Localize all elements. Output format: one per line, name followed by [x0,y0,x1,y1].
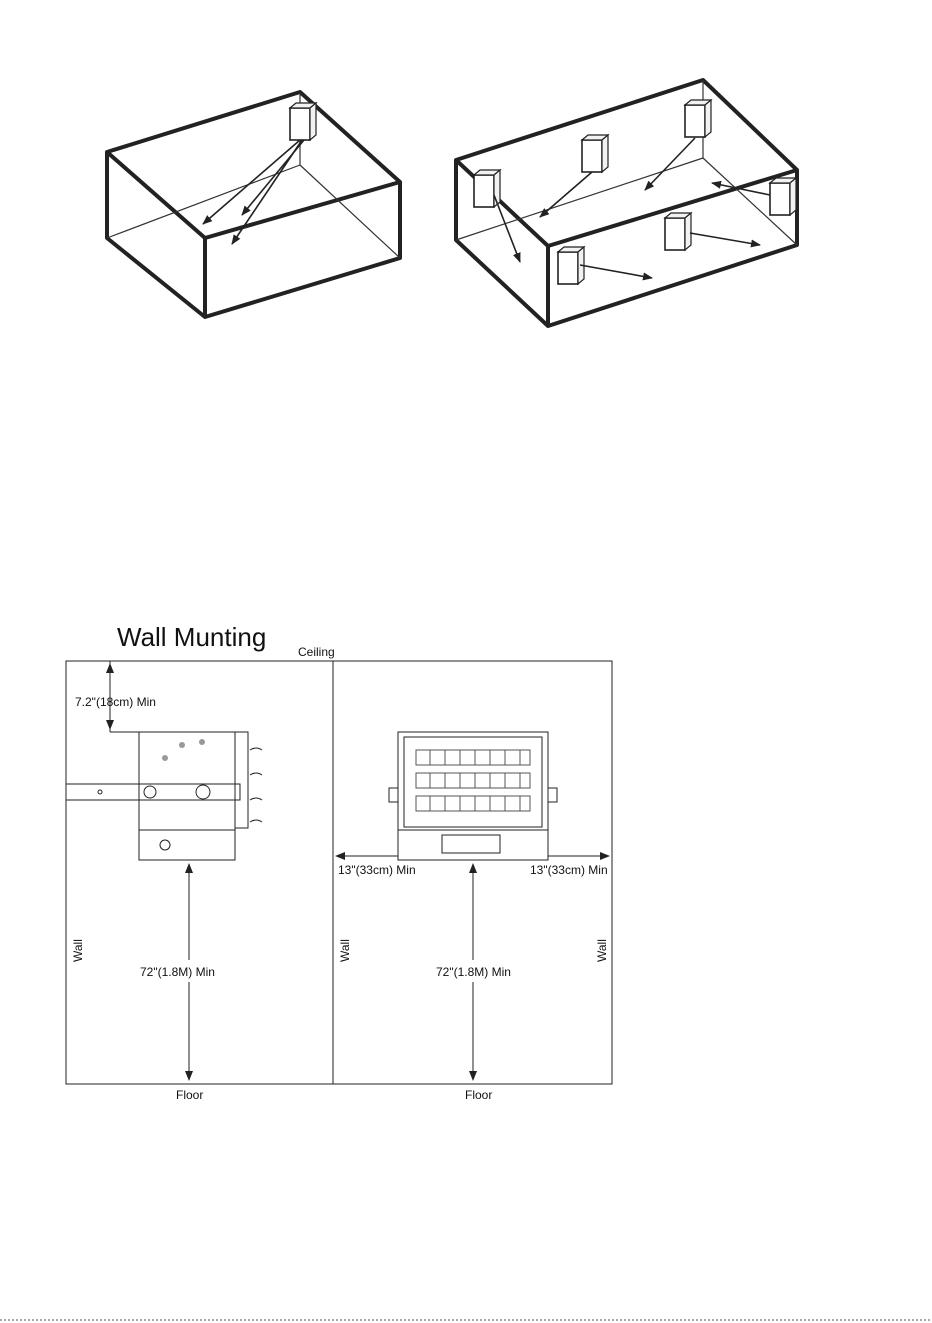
wall-label-center: Wall [338,939,352,962]
top-clearance-label: 7.2"(18cm) Min [75,695,156,709]
floor-label-left: Floor [176,1088,203,1102]
airflow-arrow [540,172,592,217]
heater-unit-icon [290,103,316,140]
airflow-arrow [242,140,304,215]
room-box-edge [456,160,548,246]
heater-unit-icon [770,178,796,215]
section-title: Wall Munting [117,622,266,652]
airflow-arrow [580,265,652,278]
room-box-outline [456,80,797,326]
floor-label-right: Floor [465,1088,492,1102]
heater-side-view [66,732,262,860]
heater-unit-icon [685,100,711,137]
airflow-arrow [645,138,695,190]
ceiling-label: Ceiling [298,645,335,659]
airflow-arrow [690,233,760,245]
airflow-arrow [203,140,300,224]
multi-heater-room-diagram [456,80,797,326]
heater-unit-icon [582,135,608,172]
floor-clearance-label-left: 72"(1.8M) Min [140,965,215,979]
room-box-edge [107,152,205,238]
single-heater-room-diagram [107,92,400,317]
room-box-hidden-edge [300,165,400,258]
heater-unit-icon [665,213,691,250]
wall-label-right: Wall [595,939,609,962]
side-clearance-label-right: 13"(33cm) Min [530,863,608,877]
room-box-outline [107,92,400,317]
heater-front-view [389,732,557,860]
floor-clearance-label-right: 72"(1.8M) Min [436,965,511,979]
wall-label-left: Wall [71,939,85,962]
side-clearance-label-left: 13"(33cm) Min [338,863,416,877]
wall-mounting-diagram: Wall Munting Ceiling 7.2"(18cm) Min 72"(… [66,622,612,1102]
